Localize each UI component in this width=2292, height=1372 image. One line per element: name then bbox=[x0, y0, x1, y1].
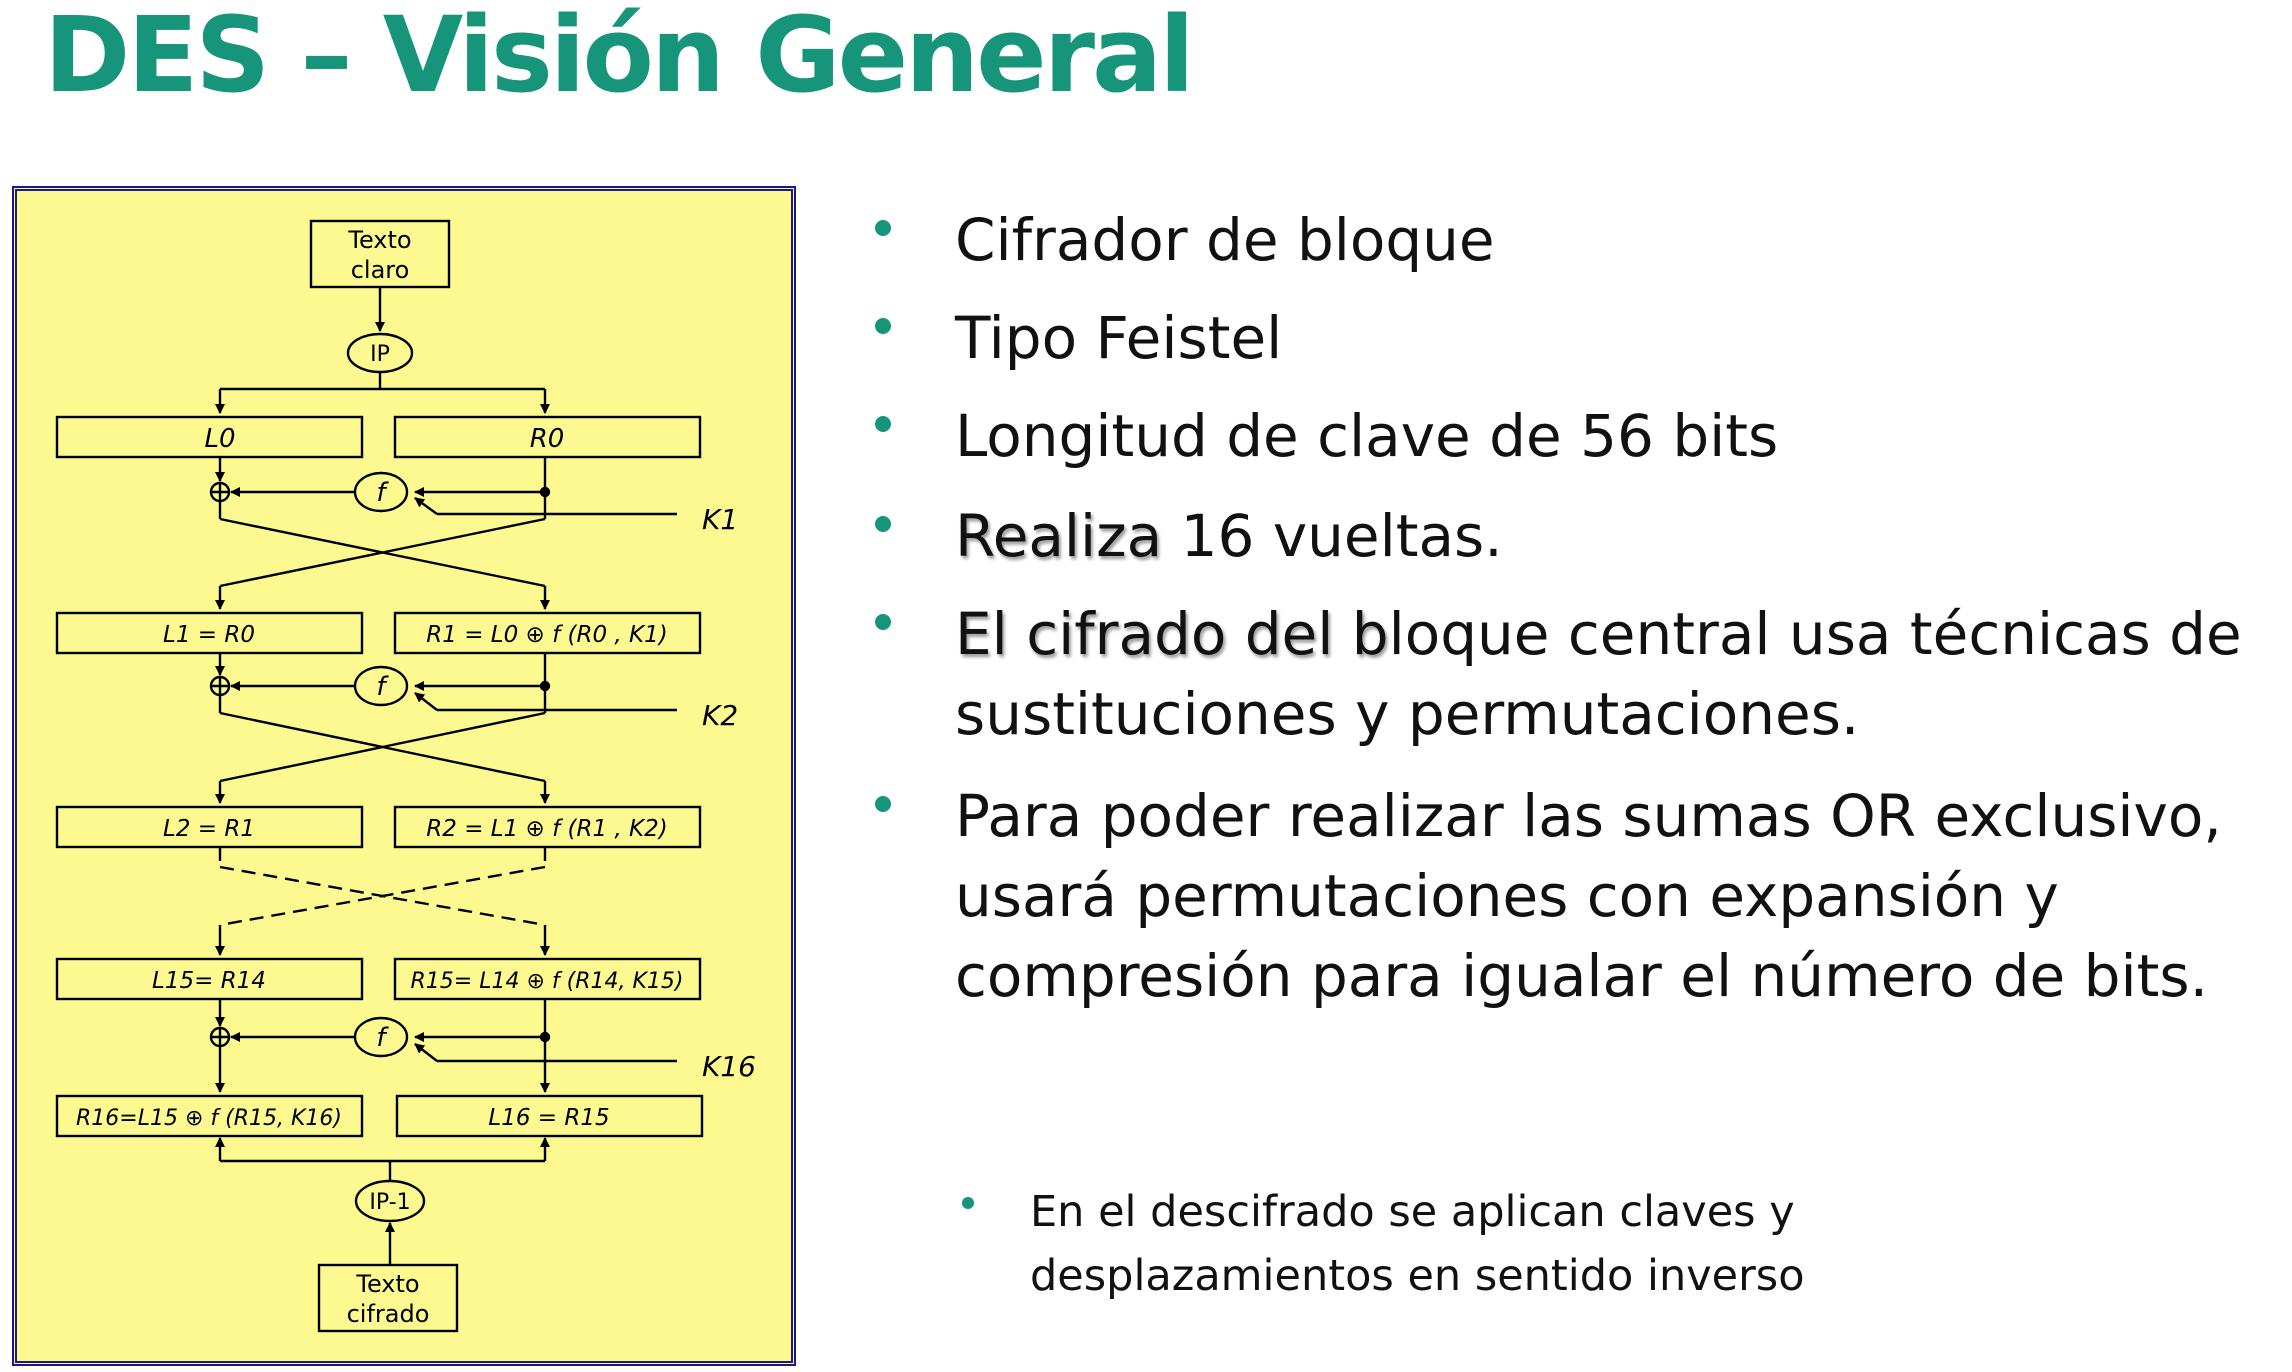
l2-label: L2 = R1 bbox=[163, 816, 255, 842]
bullet-dot-icon bbox=[875, 220, 891, 236]
ciphertext-line1: Texto bbox=[355, 1270, 419, 1298]
bullet-text-line: El cifrado del bloque central usa técnic… bbox=[955, 600, 2242, 668]
bullet-dot-icon bbox=[875, 516, 891, 532]
l16-label: L16 = R15 bbox=[488, 1105, 609, 1131]
des-flowchart-svg: Texto claro IP L0 R0 f K1 L1 = R0 R1 = L… bbox=[55, 219, 756, 1333]
ip-inverse-node bbox=[354, 1179, 426, 1223]
bullet-dot-icon bbox=[875, 796, 891, 812]
note-line-1: En el descifrado se aplican claves y bbox=[1030, 1187, 1795, 1237]
ip-label: IP bbox=[370, 342, 390, 367]
r1-box bbox=[393, 611, 702, 655]
bullet-text-line: sustituciones y permutaciones. bbox=[955, 680, 1860, 748]
l0-box bbox=[55, 415, 364, 459]
f-label: f bbox=[376, 478, 389, 508]
bullet-text: Cifrador de bloque bbox=[955, 206, 1495, 274]
f-label: f bbox=[376, 672, 389, 702]
l1-box bbox=[55, 611, 364, 655]
bullet-text-line: usará permutaciones con expansión y bbox=[955, 862, 2059, 930]
bullet-text-line: Para poder realizar las sumas OR exclusi… bbox=[955, 782, 2222, 850]
bullet-dot-icon bbox=[875, 318, 891, 334]
k16-label: K16 bbox=[702, 1050, 756, 1083]
l1-label: L1 = R0 bbox=[163, 622, 255, 648]
f-label: f bbox=[376, 1023, 389, 1053]
bullet-dot-icon bbox=[962, 1197, 974, 1209]
bullet-text: Longitud de clave de 56 bits bbox=[955, 402, 1779, 470]
plaintext-line1: Texto bbox=[347, 226, 411, 254]
l15-label: L15= R14 bbox=[152, 968, 266, 994]
k1-label: K1 bbox=[702, 503, 738, 536]
r1-label: R1 = L0 ⊕ f (R0 , K1) bbox=[426, 622, 667, 648]
r2-label: R2 = L1 ⊕ f (R1 , K2) bbox=[426, 816, 667, 842]
bullet-text-line: compresión para igualar el número de bit… bbox=[955, 942, 2209, 1010]
r15-box bbox=[393, 957, 702, 1001]
bullet-dot-icon bbox=[875, 416, 891, 432]
l2-box bbox=[55, 805, 364, 849]
des-flowchart: Texto claro IP L0 R0 f K1 L1 = R0 R1 = L… bbox=[12, 186, 796, 1366]
r0-box bbox=[393, 415, 702, 459]
ciphertext-line2: cifrado bbox=[347, 1300, 430, 1328]
r16-label: R16=L15 ⊕ f (R15, K16) bbox=[76, 1106, 342, 1131]
bullet-text: Realiza 16 vueltas. bbox=[955, 502, 1503, 570]
r16-box bbox=[55, 1094, 364, 1138]
bullet-text: Tipo Feistel bbox=[955, 304, 1283, 372]
ciphertext-box bbox=[317, 1263, 459, 1333]
l15-box bbox=[55, 957, 364, 1001]
r2-box bbox=[393, 805, 702, 849]
k2-label: K2 bbox=[702, 699, 738, 732]
bullet-dot-icon bbox=[875, 614, 891, 630]
ip-inverse-label: IP-1 bbox=[369, 1190, 410, 1215]
r0-label: R0 bbox=[530, 424, 565, 454]
l0-label: L0 bbox=[204, 424, 235, 454]
note-line-2: desplazamientos en sentido inverso bbox=[1030, 1251, 1805, 1301]
l16-box bbox=[395, 1094, 704, 1138]
plaintext-line2: claro bbox=[351, 256, 410, 284]
page-title: DES – Visión General bbox=[44, 0, 1195, 116]
r15-label: R15= L14 ⊕ f (R14, K15) bbox=[411, 969, 684, 994]
